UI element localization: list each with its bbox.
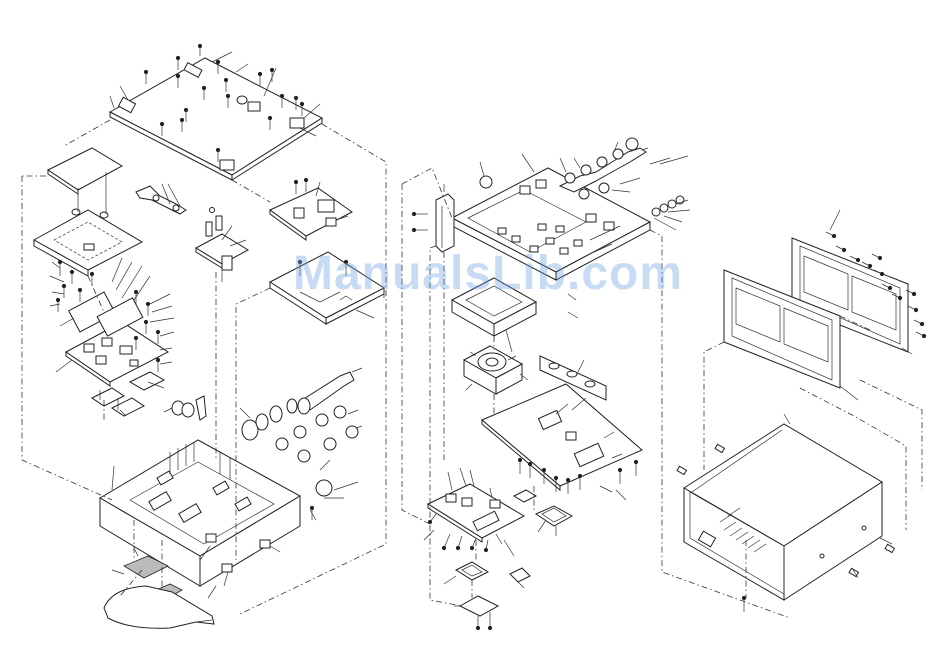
center-assembly xyxy=(412,138,690,630)
cabinet-case xyxy=(684,424,882,612)
main-pcb xyxy=(482,384,642,500)
front-chassis xyxy=(100,440,314,598)
top-cover-plate xyxy=(110,58,322,180)
control-pcb xyxy=(270,178,352,240)
shield-plate xyxy=(270,252,384,324)
right-enclosure xyxy=(677,210,926,612)
loose-parts xyxy=(444,562,530,630)
front-gasket-frames xyxy=(724,210,912,400)
front-pcb-assembly xyxy=(66,292,168,416)
switch-bracket xyxy=(136,184,186,214)
lcd-module xyxy=(34,148,142,276)
sub-pcb xyxy=(424,468,524,556)
sub-board-small xyxy=(196,208,248,283)
cooling-fan xyxy=(464,346,528,394)
shield-chips xyxy=(514,490,572,536)
heatsink-bracket xyxy=(436,184,454,252)
left-assembly xyxy=(34,44,384,628)
